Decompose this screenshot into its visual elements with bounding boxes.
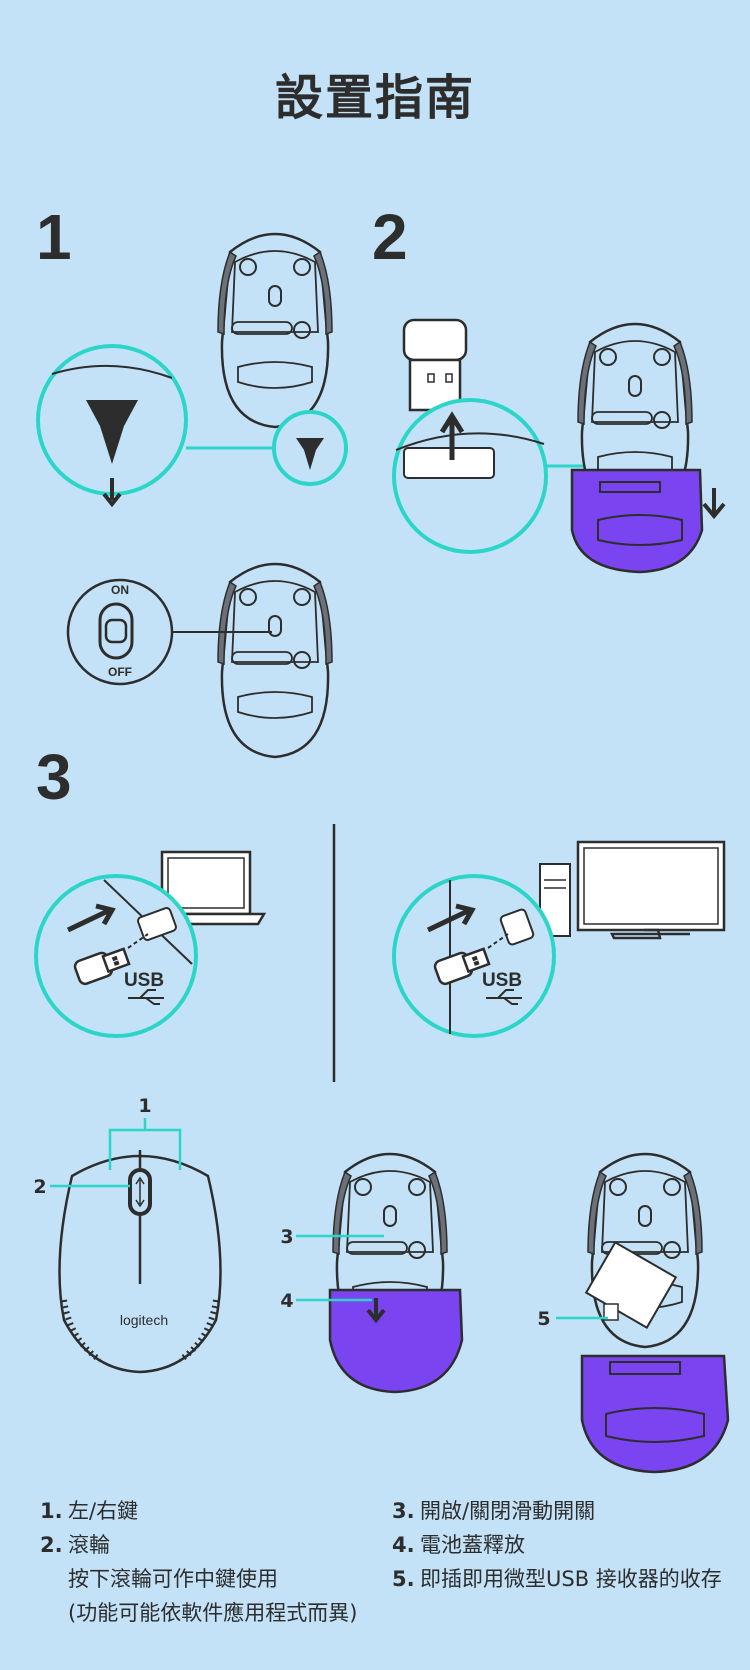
step1-mouse-top [216,232,334,429]
switch-off-label: OFF [108,665,132,679]
legend-right: 3.開啟/關閉滑動開關 4.電池蓋釋放 5.即插即用微型USB 接收器的收存 [392,1494,722,1596]
legend-item-2-note: (功能可能依軟件應用程式而異) [68,1601,358,1625]
callout-4: 4 [280,1290,293,1312]
step-number-2: 2 [372,201,408,273]
mouse-top-view: logitech [58,1150,222,1374]
legend-item-4: 4.電池蓋釋放 [392,1533,525,1557]
callout-2: 2 [33,1176,46,1198]
legend-item-3: 3.開啟/關閉滑動開關 [392,1499,596,1523]
mouse-bottom-view-open [580,1152,730,1474]
legend-item-1: 1.左/右鍵 [40,1499,139,1523]
step1-mouse-bottom [216,562,334,759]
tab-arrow-icon [86,400,138,464]
callout-1-bracket [108,1118,182,1170]
usb-label: USB [124,970,164,991]
legend-left: 1.左/右鍵 2.滾輪 按下滾輪可作中鍵使用 (功能可能依軟件應用程式而異) [40,1494,357,1630]
desktop-illustration [539,840,726,940]
legend-item-2: 2.滾輪 [40,1533,110,1557]
usb-icon [128,989,164,1005]
battery-cover [328,1288,464,1394]
insert-arrow-icon [66,903,116,933]
laptop-illustration [145,850,267,926]
arrow-down-icon [702,488,726,520]
insert-arrow-icon [426,903,476,933]
step-number-3: 3 [36,741,72,813]
arrow-up-icon [439,411,465,460]
nano-receiver [402,318,468,412]
switch-on-label: ON [111,583,129,597]
logitech-logo: logitech [120,1312,168,1328]
callout-5: 5 [537,1308,550,1330]
legend-item-2-detail: 按下滾輪可作中鍵使用 [68,1567,278,1591]
callout-3: 3 [280,1226,293,1248]
arrow-down-icon [102,478,122,508]
legend-item-5: 5.即插即用微型USB 接收器的收存 [392,1567,722,1591]
usb-icon [486,989,522,1005]
battery-cover [570,468,704,574]
usb-label-2: USB [482,970,522,991]
page-title: 設置指南 [274,70,475,126]
step2-mouse [570,322,704,574]
callout-1: 1 [138,1095,151,1117]
battery-cover-removed [580,1354,730,1474]
step-number-1: 1 [36,201,72,273]
mouse-bottom-view-cover [328,1152,464,1394]
